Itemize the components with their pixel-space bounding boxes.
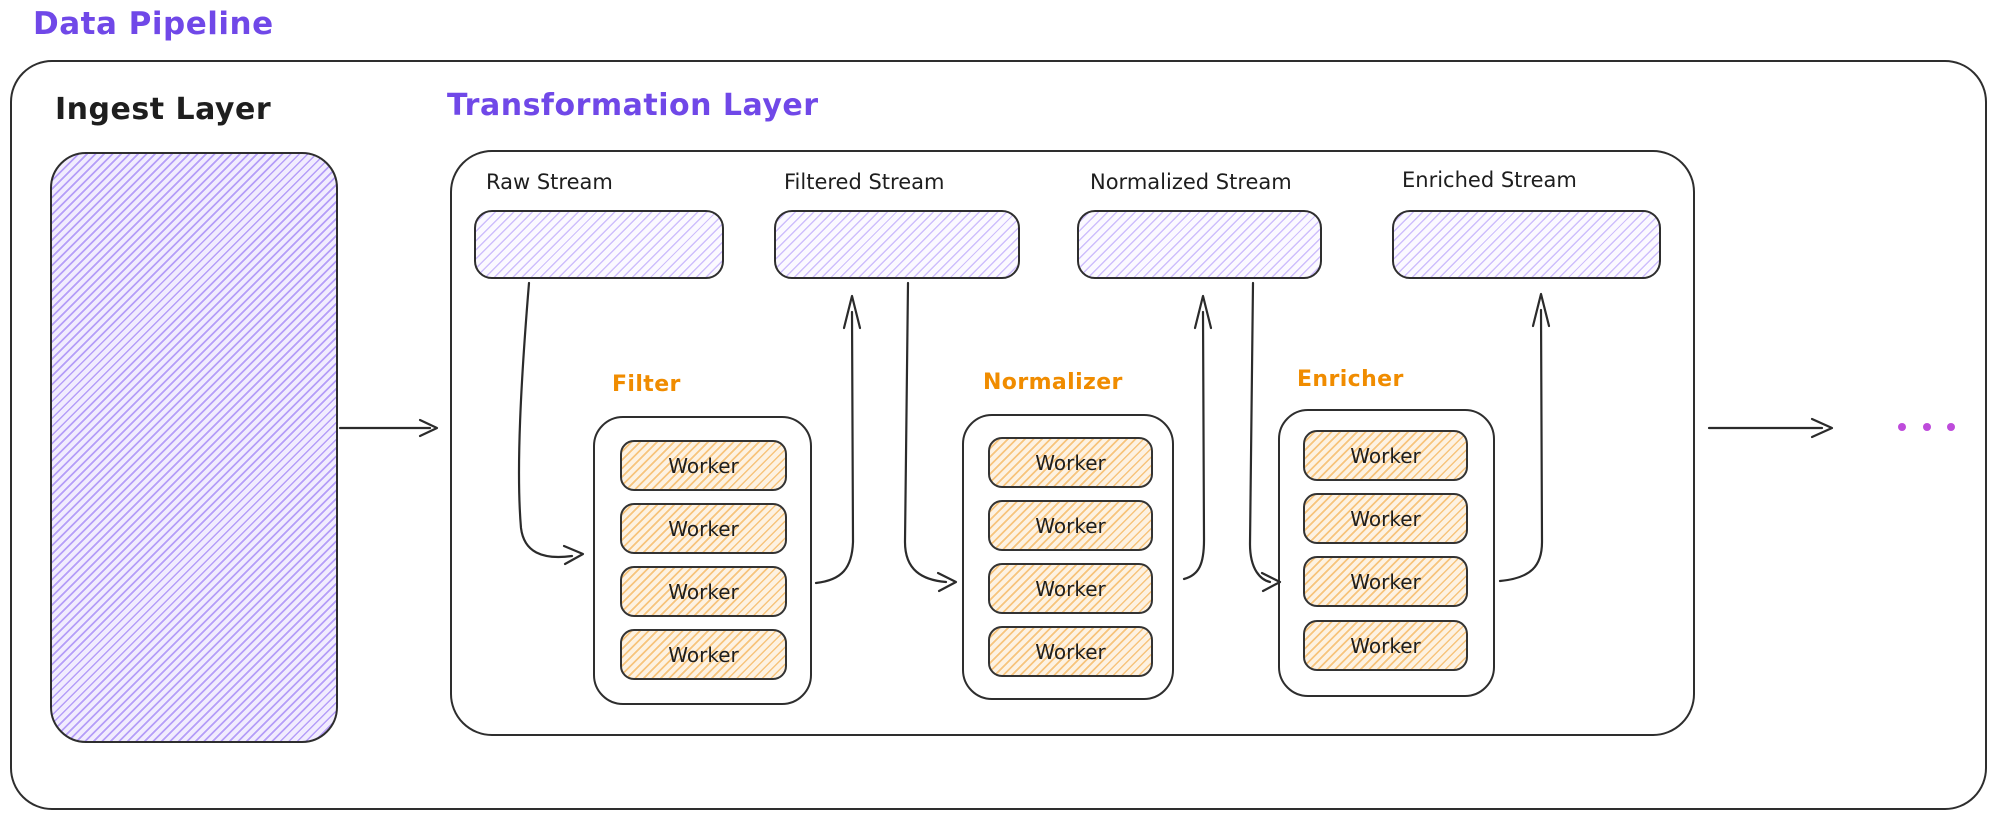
enricher-worker-2: Worker [1303,493,1468,544]
raw-stream-box [474,210,724,279]
normalizer-worker-4: Worker [988,626,1153,677]
filter-worker-2: Worker [620,503,787,554]
filter-worker-1: Worker [620,440,787,491]
enriched-stream-label: Enriched Stream [1402,168,1577,192]
filter-worker-3: Worker [620,566,787,617]
enriched-stream-box [1392,210,1661,279]
ingest-layer-box [50,152,338,743]
normalizer-worker-2: Worker [988,500,1153,551]
ingest-layer-label: Ingest Layer [55,92,272,127]
enricher-worker-4: Worker [1303,620,1468,671]
normalized-stream-box [1077,210,1322,279]
filtered-stream-label: Filtered Stream [784,170,945,194]
diagram-title: Data Pipeline [33,6,274,42]
enricher-worker-3: Worker [1303,556,1468,607]
raw-stream-label: Raw Stream [486,170,613,194]
filter-worker-4: Worker [620,629,787,680]
enricher-worker-1: Worker [1303,430,1468,481]
enricher-stage-label: Enricher [1297,367,1404,392]
normalized-stream-label: Normalized Stream [1090,170,1292,194]
filter-stage-label: Filter [612,372,681,397]
transformation-layer-label: Transformation Layer [447,88,819,123]
normalizer-worker-3: Worker [988,563,1153,614]
normalizer-worker-1: Worker [988,437,1153,488]
filtered-stream-box [774,210,1020,279]
normalizer-stage-label: Normalizer [983,370,1123,395]
